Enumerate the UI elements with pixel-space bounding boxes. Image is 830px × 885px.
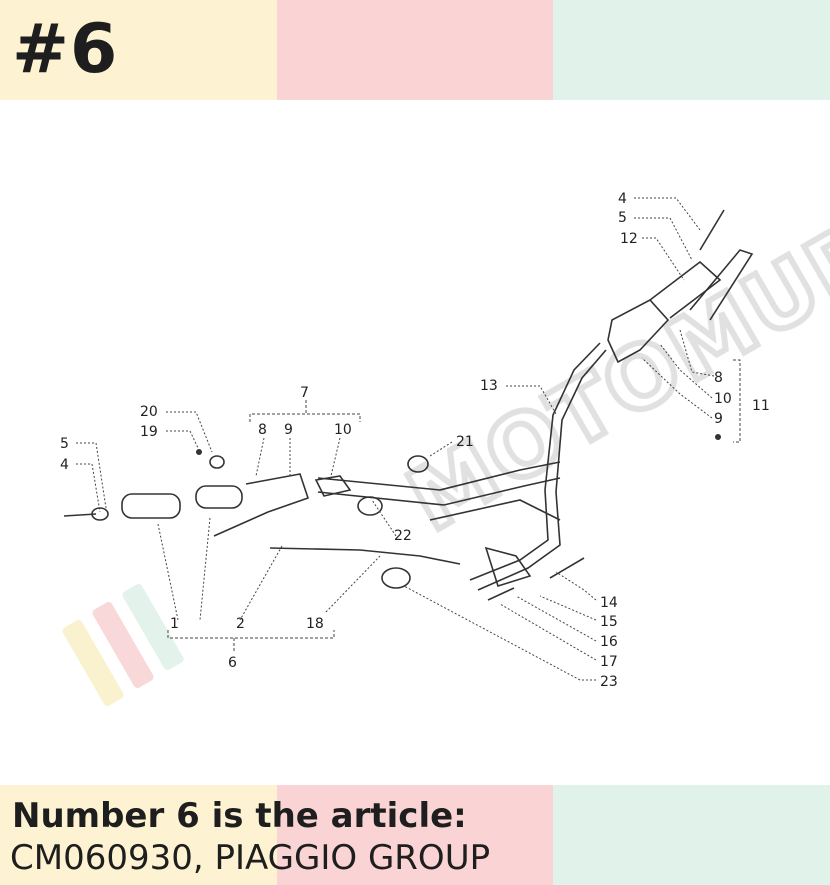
label-15: 15 [600,614,618,630]
label-13: 13 [480,378,498,394]
label-11: 11 [752,398,770,414]
band-segment-pink [277,0,553,100]
svg-text:MOTOMURC: MOTOMURC [392,169,830,551]
article-code: CM060930, PIAGGIO GROUP [10,838,491,878]
cables-and-fittings [269,455,585,601]
right-grip-assembly [607,209,754,440]
label-5-left: 5 [60,436,69,452]
label-14: 14 [600,595,618,611]
label-19: 19 [140,424,158,440]
label-10-right: 10 [714,391,732,407]
label-8-left: 8 [258,422,267,438]
header-color-band [0,0,830,100]
footer-color-band [0,785,830,885]
label-16: 16 [600,634,618,650]
label-10-left: 10 [334,422,352,438]
footer-segment-yellow [0,785,277,885]
footer-segment-pink [277,785,553,885]
band-segment-green [553,0,830,100]
label-6-bottom: 6 [228,655,237,671]
label-23: 23 [600,674,618,690]
label-20: 20 [140,404,158,420]
handlebar-tube [317,342,607,591]
label-12: 12 [620,231,638,247]
label-4-right: 4 [618,191,627,207]
label-9-right: 9 [714,411,723,427]
label-18: 18 [306,616,324,632]
article-caption-heading: Number 6 is the article: [12,796,467,836]
page-title: #6 [12,10,119,89]
label-1: 1 [170,616,179,632]
label-2: 2 [236,616,245,632]
label-22: 22 [394,528,412,544]
label-7: 7 [300,385,309,401]
callout-labels: 4 5 1 2 6 18 20 19 7 8 9 10 21 22 13 4 5… [60,191,770,690]
label-4-left: 4 [60,457,69,473]
left-grip-assembly [63,449,352,537]
band-segment-yellow [0,0,277,100]
label-8-right: 8 [714,370,723,386]
group-brackets [167,359,741,652]
label-21: 21 [456,434,474,450]
label-5-right: 5 [618,210,627,226]
label-17: 17 [600,654,618,670]
label-9-left: 9 [284,422,293,438]
leader-lines [76,197,715,681]
footer-segment-green [553,785,830,885]
parts-diagram: MOTOMURC [60,166,830,707]
